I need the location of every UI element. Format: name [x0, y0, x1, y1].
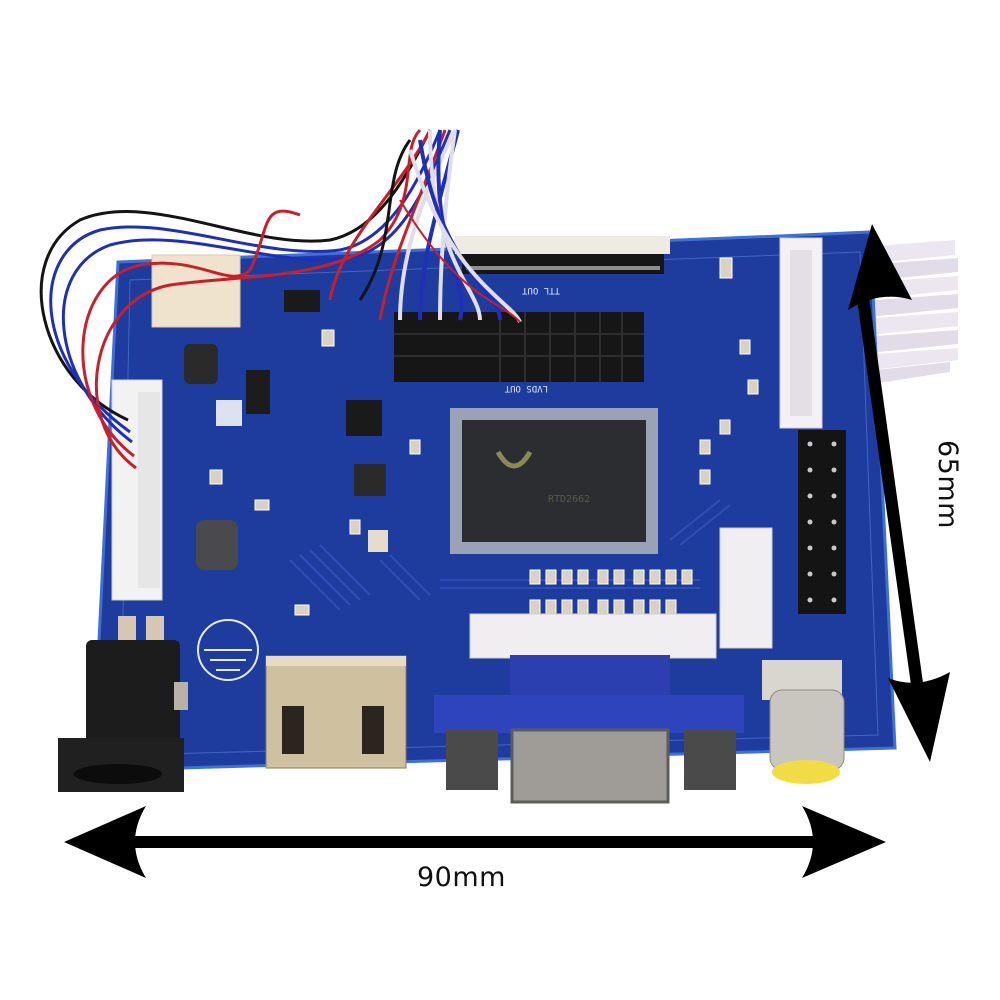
- ir-connector: [719, 527, 773, 649]
- keypad-connector: [779, 237, 823, 429]
- rca-av-jack: [762, 660, 845, 784]
- dc-power-jack: [58, 616, 188, 792]
- twisted-pair-wires: [398, 129, 522, 323]
- lvds-cable-wires: [39, 128, 452, 470]
- height-dimension-arrow: [848, 224, 950, 762]
- vga-header-connector: [469, 613, 717, 659]
- power-components: [184, 290, 388, 570]
- backlight-connector: [111, 379, 163, 601]
- gpio-pin-header: [798, 430, 846, 614]
- svg-text:RTD2662: RTD2662: [548, 494, 590, 505]
- width-dimension-arrow: [64, 806, 886, 878]
- width-dimension-label: 90mm: [417, 862, 506, 893]
- controller-chip: RTD2662: [450, 408, 658, 554]
- vga-port: [434, 655, 744, 804]
- ttl-out-silkscreen: TTL OUT: [521, 285, 560, 295]
- ttl-fpc-connector: TTL OUT: [455, 236, 670, 295]
- lvds-pin-header: [394, 312, 644, 382]
- lvds-out-silkscreen: LVDS OUT: [504, 383, 548, 393]
- hdmi-port: [265, 655, 407, 769]
- ground-symbol-silkscreen: [197, 619, 259, 681]
- beige-component: [151, 254, 241, 328]
- height-dimension-label: 65mm: [932, 440, 963, 529]
